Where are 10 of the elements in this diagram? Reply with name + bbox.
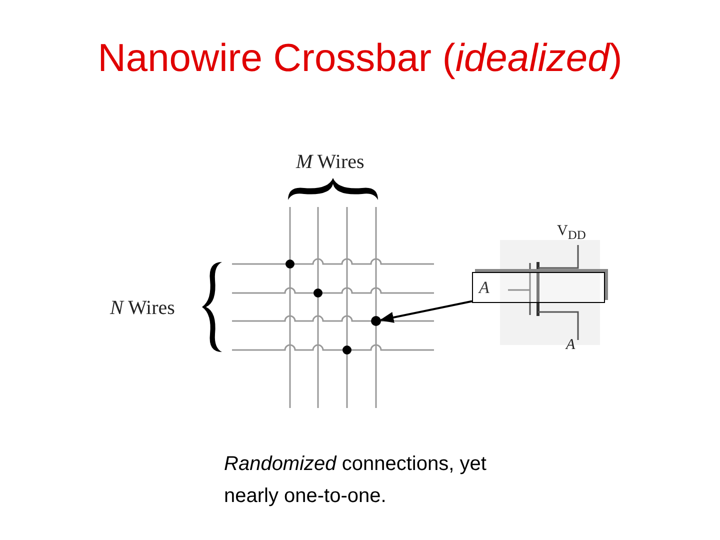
gate-label: A bbox=[479, 279, 490, 296]
transistor-box bbox=[472, 272, 605, 303]
slide-title: Nanowire Crossbar (idealized) bbox=[96, 38, 624, 81]
terminal-label: V$_{DD}$ bbox=[557, 224, 586, 242]
wire-count-label: M Wires bbox=[296, 152, 364, 172]
connection-dot bbox=[371, 316, 381, 326]
caption: Randomized connections, yet nearly one-to-one. bbox=[224, 452, 488, 509]
wire-count-label: N Wires bbox=[110, 298, 175, 318]
arrow bbox=[380, 300, 472, 323]
terminal-label: A bbox=[566, 338, 576, 353]
